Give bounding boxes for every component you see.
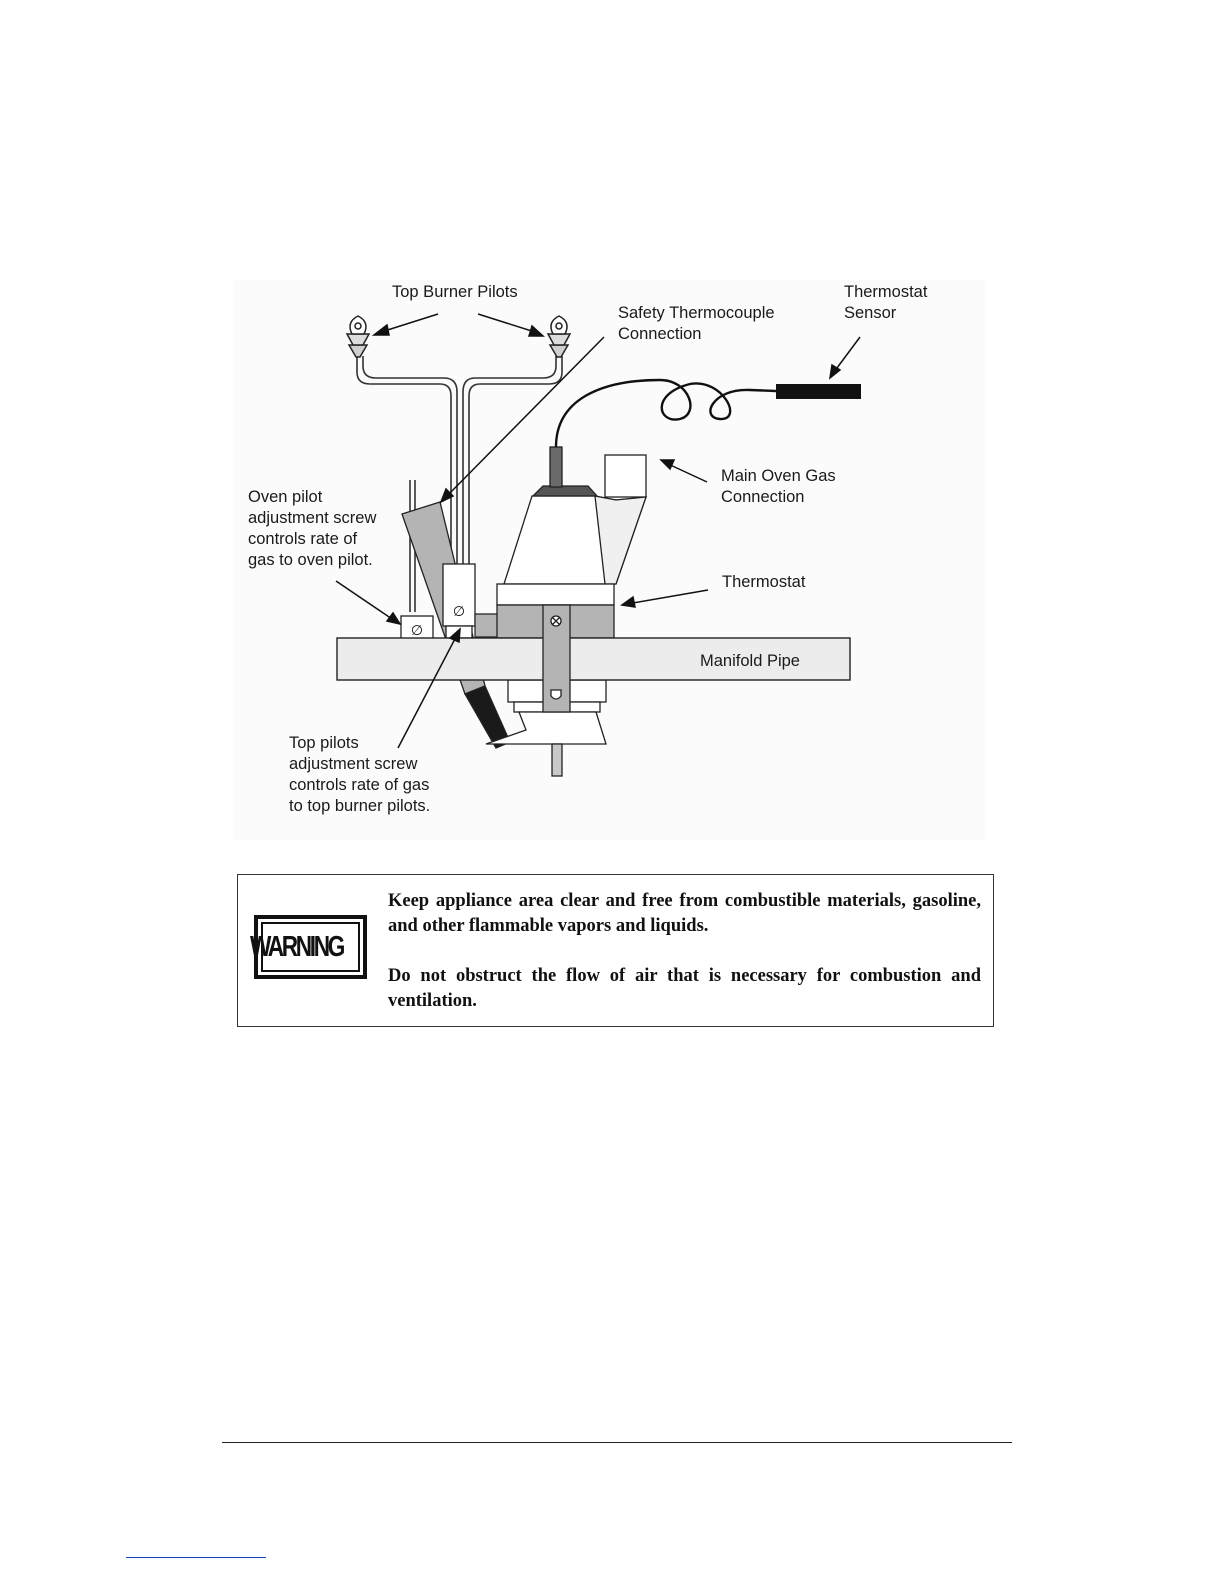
warning-paragraph: Do not obstruct the flow of air that is … xyxy=(388,966,981,1011)
thermostat-sensor-capillary xyxy=(554,378,777,448)
label-safety-thermocouple: Safety Thermocouple Connection xyxy=(618,303,775,345)
thermostat-sensor-bulb xyxy=(776,384,861,399)
warning-badge-inner: WARNING xyxy=(250,922,360,972)
label-line: Oven pilot xyxy=(248,488,323,506)
label-line: Main Oven Gas xyxy=(721,467,836,485)
label-line: to top burner pilots. xyxy=(289,797,431,815)
thermostat-body xyxy=(485,446,647,777)
label-oven-pilot-screw: Oven pilot adjustment screw controls rat… xyxy=(248,487,376,571)
valve-shaft xyxy=(542,604,571,713)
label-line: adjustment screw xyxy=(248,509,377,527)
left-pilot-head xyxy=(345,315,371,358)
manifold-pipe xyxy=(336,637,851,681)
warning-box: WARNING Keep appliance area clear and fr… xyxy=(237,874,994,1027)
label-thermostat: Thermostat xyxy=(722,573,806,591)
pilot-tubes xyxy=(356,356,563,640)
footer-rule xyxy=(222,1442,1012,1443)
warning-text: Keep appliance area clear and free from … xyxy=(388,889,981,1014)
label-manifold-pipe: Manifold Pipe xyxy=(700,652,800,670)
label-line: adjustment screw xyxy=(289,755,418,773)
label-line: Sensor xyxy=(844,304,897,322)
warning-badge-label: WARNING xyxy=(249,930,345,963)
footer-link-underline[interactable] xyxy=(126,1557,266,1558)
oven-pilot-screw-icon: ∅ xyxy=(411,623,423,639)
label-thermostat-sensor: Thermostat Sensor xyxy=(844,282,927,324)
right-pilot-head xyxy=(546,315,572,358)
label-line: controls rate of xyxy=(248,530,358,548)
label-line: Connection xyxy=(721,488,805,506)
label-line: controls rate of gas xyxy=(289,776,430,794)
label-line: Connection xyxy=(618,325,702,343)
label-line: Top pilots xyxy=(289,734,359,752)
label-top-burner-pilots: Top Burner Pilots xyxy=(392,283,518,301)
label-line: Thermostat xyxy=(844,283,928,301)
label-main-oven-gas: Main Oven Gas Connection xyxy=(721,466,836,508)
label-top-pilots-screw: Top pilots adjustment screw controls rat… xyxy=(289,733,430,817)
top-pilots-screw-icon: ∅ xyxy=(453,604,465,620)
top-pilots-screw-block xyxy=(442,563,476,639)
warning-paragraph: Keep appliance area clear and free from … xyxy=(388,891,981,936)
leader-arrows xyxy=(335,313,861,749)
label-line: gas to oven pilot. xyxy=(248,551,373,569)
label-line: Safety Thermocouple xyxy=(618,304,775,322)
warning-badge: WARNING xyxy=(250,915,367,979)
